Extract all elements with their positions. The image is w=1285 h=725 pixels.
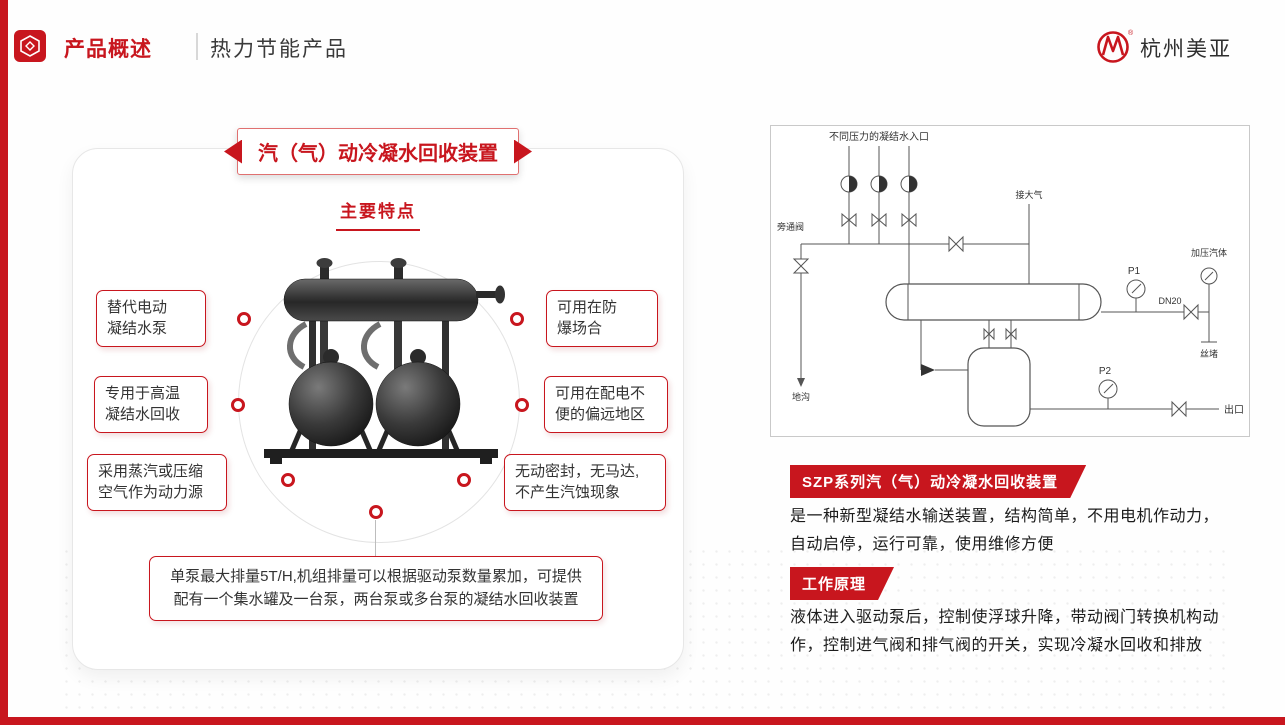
- ribbon-left-tail-icon: [224, 139, 242, 164]
- diagram-label-dn20: DN20: [1158, 296, 1181, 306]
- page-title: 产品概述: [64, 38, 152, 61]
- section-title-series: SZP系列汽（气）动冷凝水回收装置: [790, 465, 1086, 498]
- page-subtitle: 热力节能产品: [210, 38, 348, 61]
- diagram-label-inlet: 不同压力的凝结水入口: [829, 130, 929, 143]
- feature-box: 无动密封，无马达, 不产生汽蚀现象: [504, 454, 666, 512]
- brand-logo-icon: ®: [1097, 29, 1134, 63]
- diagram-label-drain: 地沟: [792, 391, 810, 402]
- feature-box: 采用蒸汽或压缩 空气作为动力源: [87, 454, 227, 512]
- title-ribbon: 汽（气）动冷凝水回收装置: [224, 128, 532, 175]
- bottom-accent-bar: [0, 717, 1285, 725]
- diagram-label-p1: P1: [1128, 266, 1141, 277]
- box-icon: [14, 30, 46, 62]
- section-body-series: 是一种新型凝结水输送装置，结构简单，不用电机作动力， 自动启停，运行可靠，使用维…: [790, 508, 1220, 553]
- card-title: 汽（气）动冷凝水回收装置: [237, 128, 519, 175]
- features-heading-wrap: 主要特点: [73, 197, 683, 231]
- connector-dot: [515, 398, 529, 412]
- product-image: [264, 258, 505, 464]
- connector-dot: [457, 473, 471, 487]
- feature-box: 替代电动 凝结水泵: [96, 290, 206, 348]
- diagram-label-p2: P2: [1099, 366, 1112, 377]
- ribbon-right-tail-icon: [514, 139, 532, 164]
- feature-box: 可用在配电不 便的偏远地区: [544, 376, 668, 434]
- section-title-principle: 工作原理: [790, 567, 894, 600]
- diagram-label-bypass: 旁通阀: [777, 221, 804, 232]
- diagram-label-plug: 丝堵: [1200, 348, 1218, 359]
- features-heading: 主要特点: [336, 197, 420, 231]
- feature-box: 专用于高温 凝结水回收: [94, 376, 208, 434]
- connector-dot: [237, 312, 251, 326]
- feature-box: 可用在防 爆场合: [546, 290, 658, 348]
- header-divider: [196, 33, 198, 60]
- svg-text:®: ®: [1128, 29, 1134, 37]
- section-body-principle: 液体进入驱动泵后，控制使浮球升降，带动阀门转换机构动 作，控制进气阀和排气阀的开…: [790, 609, 1220, 654]
- connector-dot: [231, 398, 245, 412]
- product-features-card: 汽（气）动冷凝水回收装置 主要特点: [72, 128, 684, 670]
- brand-name: 杭州美亚: [1140, 38, 1232, 61]
- diagram-label-gas: 加压汽体: [1191, 247, 1227, 258]
- piping-diagram-panel: 不同压力的凝结水入口 旁通阀 地沟 接大气: [770, 125, 1250, 437]
- connector-dot: [510, 312, 524, 326]
- left-accent-bar: [0, 0, 8, 725]
- connector-dot: [369, 505, 383, 519]
- connector-line: [375, 520, 376, 556]
- piping-diagram: 不同压力的凝结水入口 旁通阀 地沟 接大气: [777, 130, 1244, 427]
- capacity-note: 单泵最大排量5T/H,机组排量可以根据驱动泵数量累加，可提供 配有一个集水罐及一…: [149, 556, 603, 621]
- connector-dot: [281, 473, 295, 487]
- diagram-label-atmosphere: 接大气: [1015, 189, 1042, 200]
- diagram-label-outlet: 出口: [1224, 403, 1244, 416]
